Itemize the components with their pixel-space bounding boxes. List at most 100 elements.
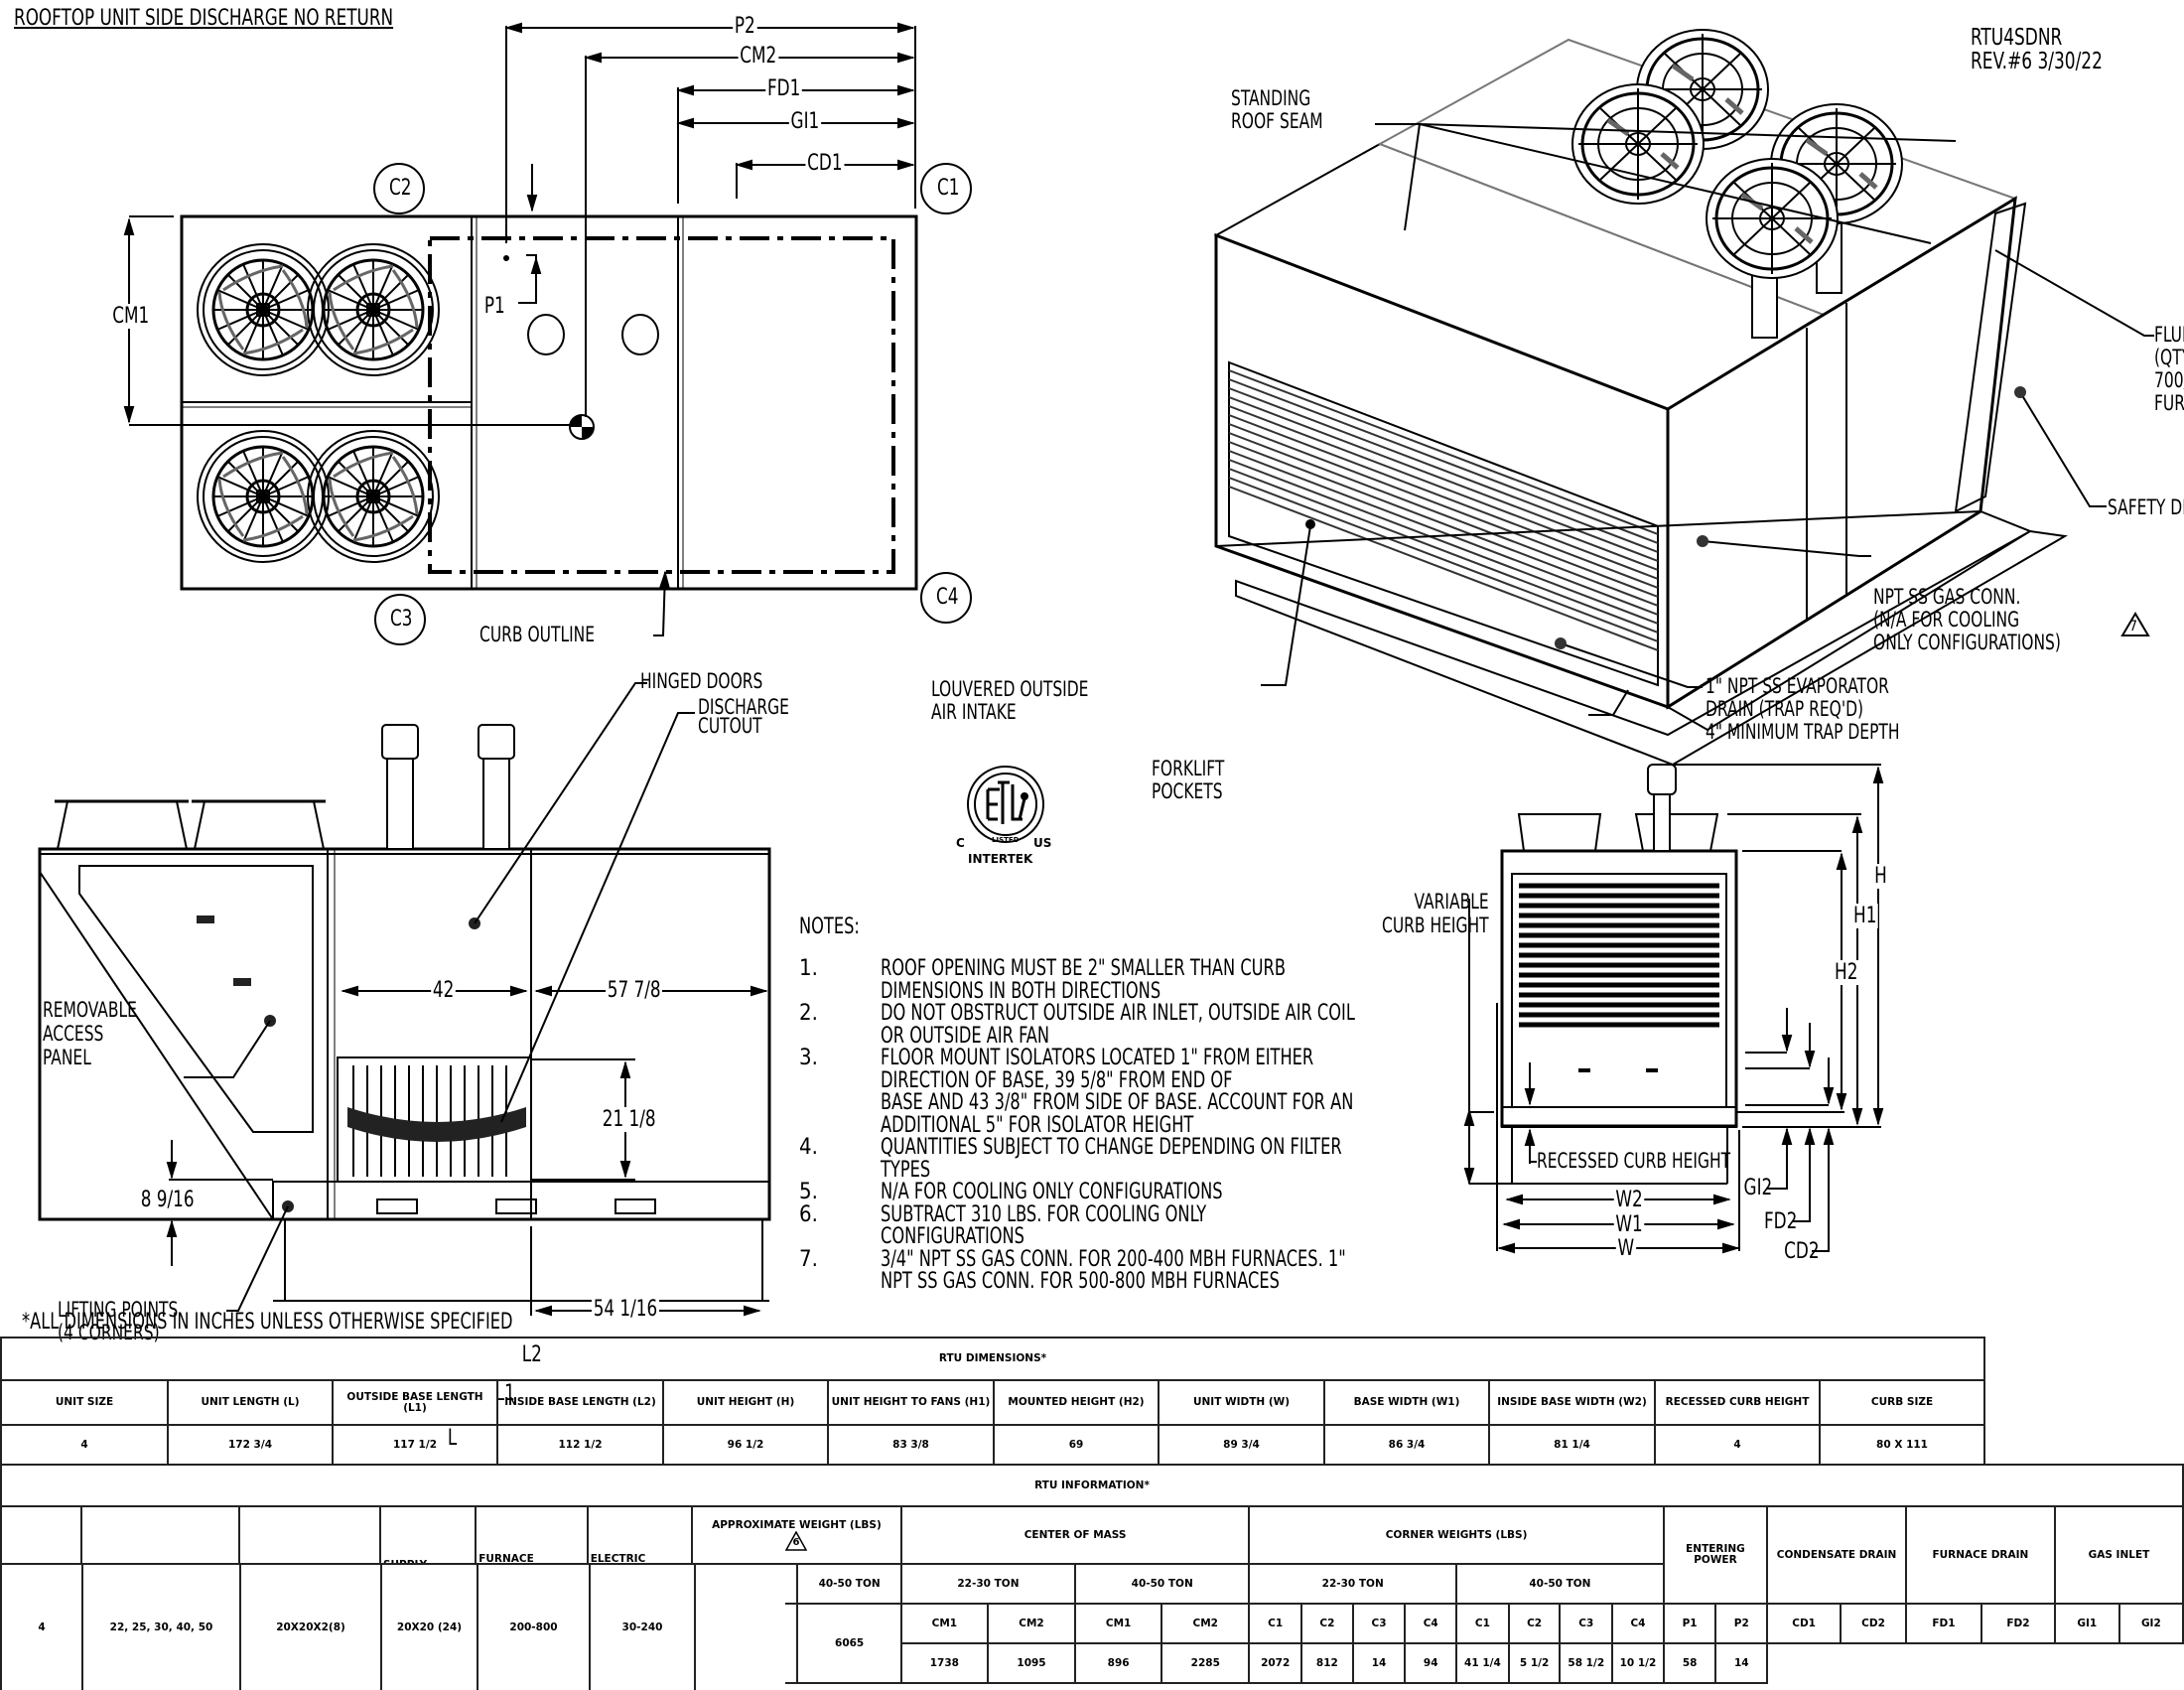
dim-w: W — [1615, 1236, 1636, 1261]
side-view-drawing — [38, 682, 771, 1317]
subheader: CD2 — [1840, 1603, 1907, 1644]
col-header-center-of-mass: CENTER OF MASS — [899, 1505, 1251, 1565]
cell: 4 — [0, 1424, 169, 1466]
note-item: 6.SUBTRACT 310 LBS. FOR COOLING ONLY CON… — [799, 1201, 1207, 1249]
plan-view: P2 CM2 FD1 GI1 CD1 CM1 P1 C2 C1 C3 C4 CU… — [0, 0, 993, 655]
etl-listed-mark: C LISTED US INTERTEK — [948, 765, 1067, 866]
subheader: 22-30 TON — [1248, 1563, 1458, 1605]
cell: 83 3/8 — [827, 1424, 995, 1466]
cell: 96 1/2 — [662, 1424, 829, 1466]
note-item: 2.DO NOT OBSTRUCT OUTSIDE AIR INLET, OUT… — [799, 1001, 1355, 1049]
plan-view-drawing — [123, 22, 972, 645]
cell: 41 1/4 — [1455, 1642, 1510, 1684]
cert-name: INTERTEK — [968, 852, 1033, 866]
dim-cutout-sill: 8 9/16 — [139, 1188, 197, 1212]
subheader: C2 — [1507, 1603, 1562, 1644]
callout-louvered-intake: LOUVERED OUTSIDE AIR INTAKE — [931, 677, 1089, 724]
table-header-row: UNIT SIZE AVAILABLE NOMINAL TONNAGE INTA… — [0, 1505, 2184, 1644]
dim-w2: W2 — [1613, 1188, 1645, 1212]
subheader: 22-30 TON — [899, 1563, 1077, 1605]
callout-flue-vent: FLUE VENT (QTY. 2 FOR 700/800 MBH FURNAC… — [2154, 323, 2184, 415]
dim-cutout-to-end: 57 7/8 — [606, 978, 663, 1003]
cell-intake-filters: 20X20X2(8) — [241, 1565, 382, 1690]
notes-block: NOTES: 1.ROOF OPENING MUST BE 2" SMALLER… — [799, 915, 1459, 1294]
cell: 10 1/2 — [1611, 1642, 1665, 1684]
subheader: 40-50 TON — [796, 1563, 902, 1605]
etl-logo-icon — [967, 766, 1044, 843]
callout-gas-conn: NPT SS GAS CONN. (N/A FOR COOLING ONLY C… — [1873, 585, 2061, 654]
subheader: CM2 — [1160, 1603, 1251, 1644]
cell: 6065 — [796, 1603, 902, 1684]
subheader: P1 — [1662, 1603, 1717, 1644]
cert-listed: LISTED — [992, 836, 1020, 844]
note-item: 4.QUANTITIES SUBJECT TO CHANGE DEPENDING… — [799, 1135, 1342, 1183]
callout-discharge-cutout: DISCHARGE CUTOUT — [698, 695, 789, 738]
note-ref-7: 7 — [2129, 619, 2138, 634]
drawing-id-revision: RTU4SDNR REV.#6 3/30/22 — [1971, 26, 2103, 73]
cell: 2072 — [1248, 1642, 1303, 1684]
subheader: C2 — [1300, 1603, 1354, 1644]
dim-h2: H2 — [1833, 960, 1860, 985]
subheader: C1 — [1455, 1603, 1510, 1644]
col-header: UNIT WIDTH (W) — [1158, 1379, 1325, 1426]
note-ref-triangle-icon: 6 — [785, 1529, 808, 1551]
subheader: C3 — [1351, 1603, 1407, 1644]
isometric-view: STANDING ROOF SEAM FLUE VENT (QTY. 2 FOR… — [931, 0, 2184, 803]
notes-heading: NOTES: — [799, 915, 860, 939]
note-item: 5.N/A FOR COOLING ONLY CONFIGURATIONS — [799, 1180, 1223, 1204]
end-view: VARIABLE CURB HEIGHT RECESSED CURB HEIGH… — [1370, 755, 2184, 1340]
cell: 14 — [1351, 1642, 1407, 1684]
cell: 14 — [1714, 1642, 1769, 1684]
col-header: INSIDE BASE WIDTH (W2) — [1488, 1379, 1656, 1426]
cell-supply-filters: 20X20 (24) — [382, 1565, 478, 1690]
subheader: C3 — [1559, 1603, 1614, 1644]
col-header: OUTSIDE BASE LENGTH (L1) — [332, 1379, 498, 1426]
dim-cm1: CM1 — [110, 304, 151, 329]
col-header-approx-weight: APPROXIMATE WEIGHT (LBS)6 — [691, 1505, 902, 1565]
col-header: UNIT LENGTH (L) — [167, 1379, 334, 1426]
dim-cutout-height: 21 1/8 — [601, 1107, 658, 1132]
cell-electric-capacity: 30-240 — [591, 1565, 696, 1690]
dim-p1: P1 — [483, 294, 505, 319]
dim-base-offset: 54 1/16 — [591, 1297, 659, 1322]
cell: 86 3/4 — [1323, 1424, 1490, 1466]
table-subheader-row: 5200 6065 CM1 CM2 CM1 CM2 C1 C2 C3 C4 C1… — [1, 1603, 2184, 1684]
subheader: FD1 — [1904, 1603, 1982, 1644]
cert-right: US — [1033, 836, 1052, 850]
callout-lifting-points: LIFTING POINTS (4 CORNERS) — [58, 1298, 179, 1344]
subheader: CM1 — [1074, 1603, 1163, 1644]
col-header: INSIDE BASE LENGTH (L2) — [496, 1379, 664, 1426]
cell-unit-size: 4 — [0, 1565, 83, 1690]
subheader: P2 — [1714, 1603, 1769, 1644]
dim-h1: H1 — [1851, 904, 1879, 928]
callout-standing-roof-seam: STANDING ROOF SEAM — [1231, 86, 1323, 133]
callout-hinged-doors: HINGED DOORS — [640, 669, 763, 693]
col-header: UNIT HEIGHT TO FANS (H1) — [827, 1379, 995, 1426]
rtu-information-left-values: 4 22, 25, 30, 40, 50 20X20X2(8) 20X20 (2… — [0, 1563, 785, 1690]
corner-c2: C2 — [388, 176, 412, 201]
footnote: *ALL DIMENSIONS IN INCHES UNLESS OTHERWI… — [22, 1310, 513, 1335]
note-item: 3.FLOOR MOUNT ISOLATORS LOCATED 1" FROM … — [799, 1046, 1354, 1138]
dim-w1: W1 — [1613, 1212, 1645, 1237]
drawing-id: RTU4SDNR — [1971, 25, 2063, 51]
drawing-title: ROOFTOP UNIT SIDE DISCHARGE NO RETURN — [14, 6, 394, 31]
callout-variable-curb-height: VARIABLE CURB HEIGHT — [1382, 890, 1489, 937]
col-header-gas-inlet: GAS INLET — [2053, 1505, 2184, 1605]
col-header: RECESSED CURB HEIGHT — [1654, 1379, 1821, 1426]
cell: 812 — [1300, 1642, 1354, 1684]
cell-furnace-capacity: 200-800 — [478, 1565, 591, 1690]
cell: 896 — [1074, 1642, 1163, 1684]
subheader: C4 — [1404, 1603, 1458, 1644]
note-item: 7.3/4" NPT SS GAS CONN. FOR 200-400 MBH … — [799, 1246, 1346, 1294]
cell: 5 1/2 — [1507, 1642, 1562, 1684]
callout-curb-outline: CURB OUTLINE — [479, 623, 596, 646]
rtu-information-caption: RTU INFORMATION* — [0, 1464, 2184, 1507]
rtu-dimensions-caption: RTU DIMENSIONS* — [0, 1337, 1986, 1381]
col-header: UNIT SIZE — [0, 1379, 169, 1426]
col-header-entering-power: ENTERING POWER — [1662, 1505, 1769, 1605]
cell-tonnage: 22, 25, 30, 40, 50 — [83, 1565, 241, 1690]
subheader: CD1 — [1766, 1603, 1843, 1644]
subheader: C4 — [1611, 1603, 1665, 1644]
rtu-dimensions-table: RTU DIMENSIONS* UNIT SIZE UNIT LENGTH (L… — [0, 1337, 1986, 1466]
col-header-condensate-drain: CONDENSATE DRAIN — [1766, 1505, 1907, 1605]
